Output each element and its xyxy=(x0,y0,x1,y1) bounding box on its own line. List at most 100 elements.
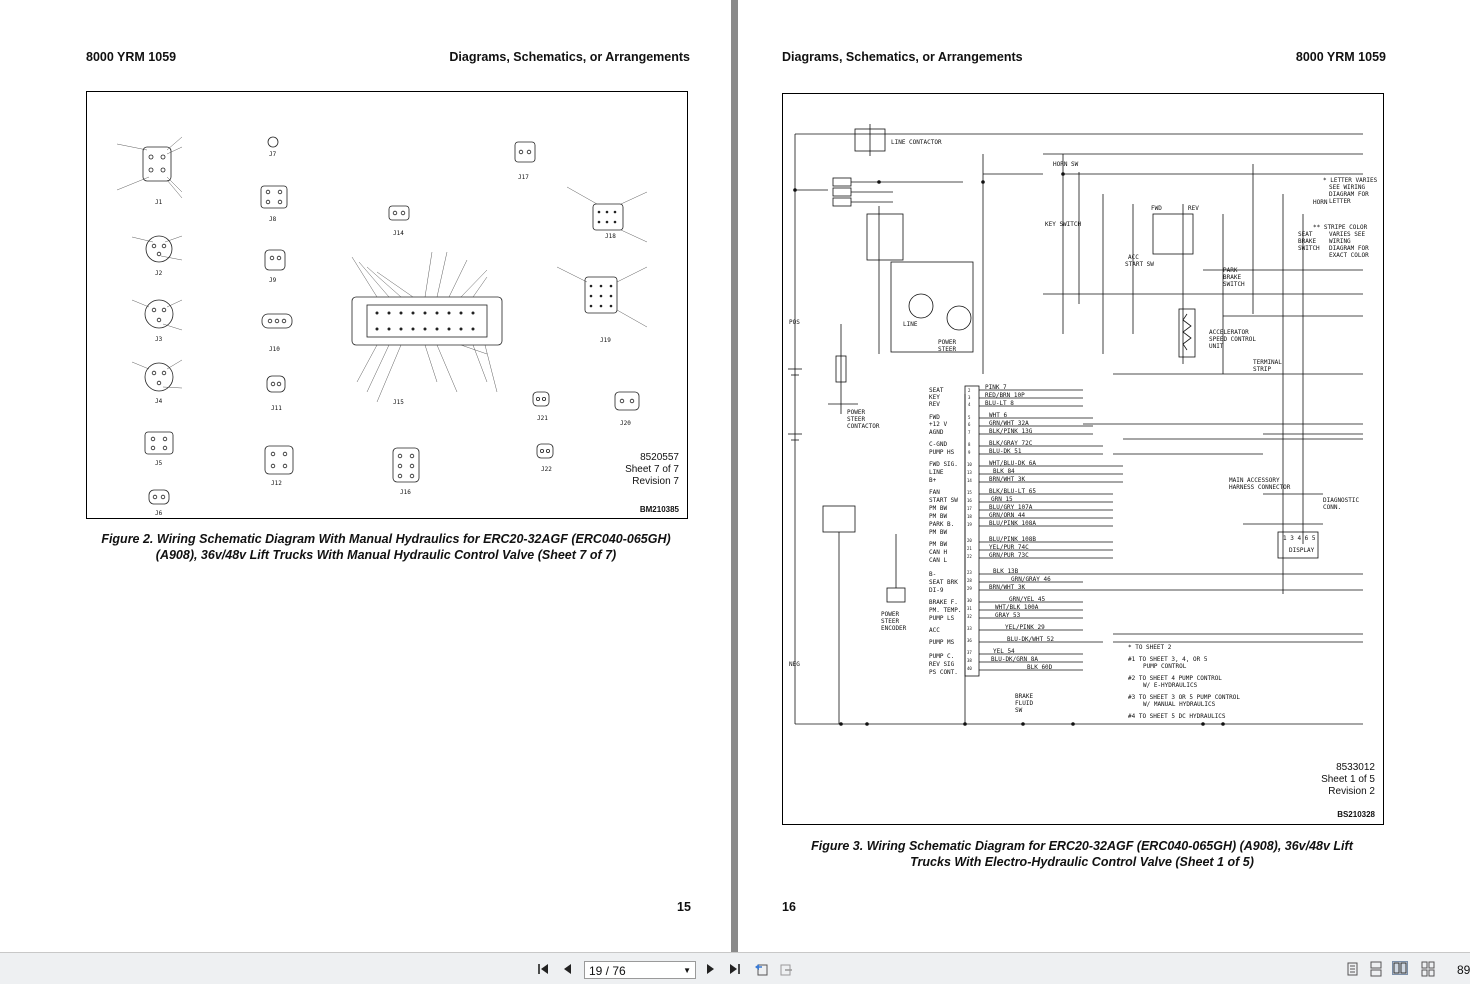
svg-text:33: 33 xyxy=(967,626,972,631)
figure-2-bm-code: BM210385 xyxy=(639,505,679,514)
svg-text:DISPLAY: DISPLAY xyxy=(1289,547,1315,554)
svg-text:21: 21 xyxy=(967,546,972,551)
svg-text:BRAKE: BRAKE xyxy=(1223,274,1241,281)
svg-text:SPEED CONTROL: SPEED CONTROL xyxy=(1209,336,1256,343)
svg-text:KEY: KEY xyxy=(929,394,940,401)
figure-3-caption-line1: Figure 3. Wiring Schematic Diagram for E… xyxy=(811,839,1353,853)
svg-text:SWITCH: SWITCH xyxy=(1298,245,1320,252)
prev-page-icon[interactable] xyxy=(560,961,576,977)
svg-text:BLU-DK/GRN 8A: BLU-DK/GRN 8A xyxy=(991,656,1038,663)
svg-text:EXACT COLOR: EXACT COLOR xyxy=(1329,252,1369,259)
figure-2-caption-line1: Figure 2. Wiring Schematic Diagram With … xyxy=(101,532,671,546)
svg-text:BRN/WHT 3K: BRN/WHT 3K xyxy=(989,476,1026,483)
svg-text:POWER: POWER xyxy=(847,409,865,416)
svg-text:UNIT: UNIT xyxy=(1209,343,1224,350)
last-page-icon[interactable] xyxy=(726,961,742,977)
viewer-toolbar: 19 / 76 ▼ 89 xyxy=(0,952,1470,984)
conn-label-j20: J20 xyxy=(620,420,631,427)
svg-text:WHT 6: WHT 6 xyxy=(989,412,1007,419)
svg-text:29: 29 xyxy=(967,586,972,591)
first-page-icon[interactable] xyxy=(536,961,552,977)
svg-text:POWER: POWER xyxy=(881,611,899,618)
svg-text:** STRIPE COLOR: ** STRIPE COLOR xyxy=(1313,224,1368,231)
conn-label-j9: J9 xyxy=(269,277,277,284)
svg-text:SWITCH: SWITCH xyxy=(1223,281,1245,288)
svg-text:STEER: STEER xyxy=(847,416,865,423)
two-page-continuous-view-icon[interactable] xyxy=(1420,961,1436,977)
svg-text:FWD: FWD xyxy=(1151,205,1162,212)
svg-text:10: 10 xyxy=(967,462,972,467)
svg-text:YEL/PUR 74C: YEL/PUR 74C xyxy=(989,544,1029,551)
svg-text:5: 5 xyxy=(968,415,971,420)
svg-text:VARIES SEE: VARIES SEE xyxy=(1329,231,1366,238)
figure-2-caption: Figure 2. Wiring Schematic Diagram With … xyxy=(86,531,686,563)
svg-text:REV SIG: REV SIG xyxy=(929,661,955,668)
svg-text:* LETTER VARIES: * LETTER VARIES xyxy=(1323,177,1378,184)
svg-text:BLK 84: BLK 84 xyxy=(993,468,1015,475)
svg-text:14: 14 xyxy=(967,478,972,483)
svg-text:FAN: FAN xyxy=(929,489,940,496)
svg-text:BLK 60D: BLK 60D xyxy=(1027,664,1053,671)
svg-text:PS CONT.: PS CONT. xyxy=(929,669,958,676)
right-header-section: Diagrams, Schematics, or Arrangements xyxy=(782,50,1023,64)
figure-2-schematic: J1 J2 J3 J4 J5 J6 J7 J8 J9 J10 J11 J12 J… xyxy=(86,91,688,519)
svg-text:PINK 7: PINK 7 xyxy=(985,384,1007,391)
svg-text:BRAKE: BRAKE xyxy=(1015,693,1033,700)
conn-label-j19: J19 xyxy=(600,337,611,344)
conn-label-j15: J15 xyxy=(393,399,404,406)
svg-text:BRN/WHT 3K: BRN/WHT 3K xyxy=(989,584,1026,591)
conn-label-j18: J18 xyxy=(605,233,616,240)
svg-text:18: 18 xyxy=(967,514,972,519)
svg-text:AGND: AGND xyxy=(929,429,944,436)
svg-text:17: 17 xyxy=(967,506,972,511)
figure-3-stamp: 8533012 Sheet 1 of 5 Revision 2 xyxy=(1321,762,1375,798)
svg-text:B-: B- xyxy=(929,571,936,578)
go-forward-icon[interactable] xyxy=(779,961,795,977)
figure-3-bm-code: BS210328 xyxy=(1337,810,1375,819)
label-neg: NEG xyxy=(789,661,800,668)
svg-text:SEAT: SEAT xyxy=(1298,231,1313,238)
svg-text:PM BW: PM BW xyxy=(929,513,947,520)
svg-text:9: 9 xyxy=(968,450,971,455)
svg-text:STEER: STEER xyxy=(881,618,899,625)
svg-text:BRAKE F.: BRAKE F. xyxy=(929,599,958,606)
conn-label-j3: J3 xyxy=(155,336,163,343)
svg-text:WIRING: WIRING xyxy=(1329,238,1351,245)
figure-2-caption-line2: (A908), 36v/48v Lift Trucks With Manual … xyxy=(155,548,617,562)
svg-text:CAN L: CAN L xyxy=(929,557,947,564)
figure-3-caption-line2: Trucks With Electro-Hydraulic Control Va… xyxy=(910,855,1254,869)
zoom-level[interactable]: 89 xyxy=(1457,963,1470,977)
svg-text:C-GND: C-GND xyxy=(929,441,947,448)
svg-text:HORN SW: HORN SW xyxy=(1053,161,1079,168)
svg-text:REV: REV xyxy=(929,401,940,408)
svg-text:8: 8 xyxy=(968,442,971,447)
svg-text:30: 30 xyxy=(967,598,972,603)
svg-text:GRN/WHT 32A: GRN/WHT 32A xyxy=(989,420,1029,427)
svg-text:WHT/BLU-DK 6A: WHT/BLU-DK 6A xyxy=(989,460,1036,467)
go-back-icon[interactable] xyxy=(753,961,769,977)
svg-text:#3 TO SHEET 3 OR 5 PUMP CONTRO: #3 TO SHEET 3 OR 5 PUMP CONTROL xyxy=(1128,694,1240,701)
svg-text:4: 4 xyxy=(968,402,971,407)
svg-text:LINE: LINE xyxy=(929,469,944,476)
conn-label-j7: J7 xyxy=(269,151,277,158)
svg-text:PM BW: PM BW xyxy=(929,541,947,548)
page-indicator: 19 / 76 xyxy=(589,964,626,978)
svg-text:BLU/PINK 108A: BLU/PINK 108A xyxy=(989,520,1036,527)
continuous-view-icon[interactable] xyxy=(1368,961,1384,977)
svg-text:FWD: FWD xyxy=(929,414,940,421)
svg-text:HARNESS CONNECTOR: HARNESS CONNECTOR xyxy=(1229,484,1291,491)
two-page-view-icon[interactable] xyxy=(1392,961,1408,975)
conn-label-j14: J14 xyxy=(393,230,404,237)
svg-text:FLUID: FLUID xyxy=(1015,700,1033,707)
svg-text:PUMP C.: PUMP C. xyxy=(929,653,954,660)
single-page-view-icon[interactable] xyxy=(1344,961,1360,976)
conn-label-j1: J1 xyxy=(155,199,163,206)
svg-text:36: 36 xyxy=(967,638,972,643)
svg-text:MAIN ACCESSORY: MAIN ACCESSORY xyxy=(1229,477,1280,484)
next-page-icon[interactable] xyxy=(702,961,718,977)
svg-text:40: 40 xyxy=(967,666,972,671)
svg-text:POWER: POWER xyxy=(938,339,956,346)
svg-text:7: 7 xyxy=(968,430,971,435)
page-number-select[interactable]: 19 / 76 ▼ xyxy=(584,961,696,979)
